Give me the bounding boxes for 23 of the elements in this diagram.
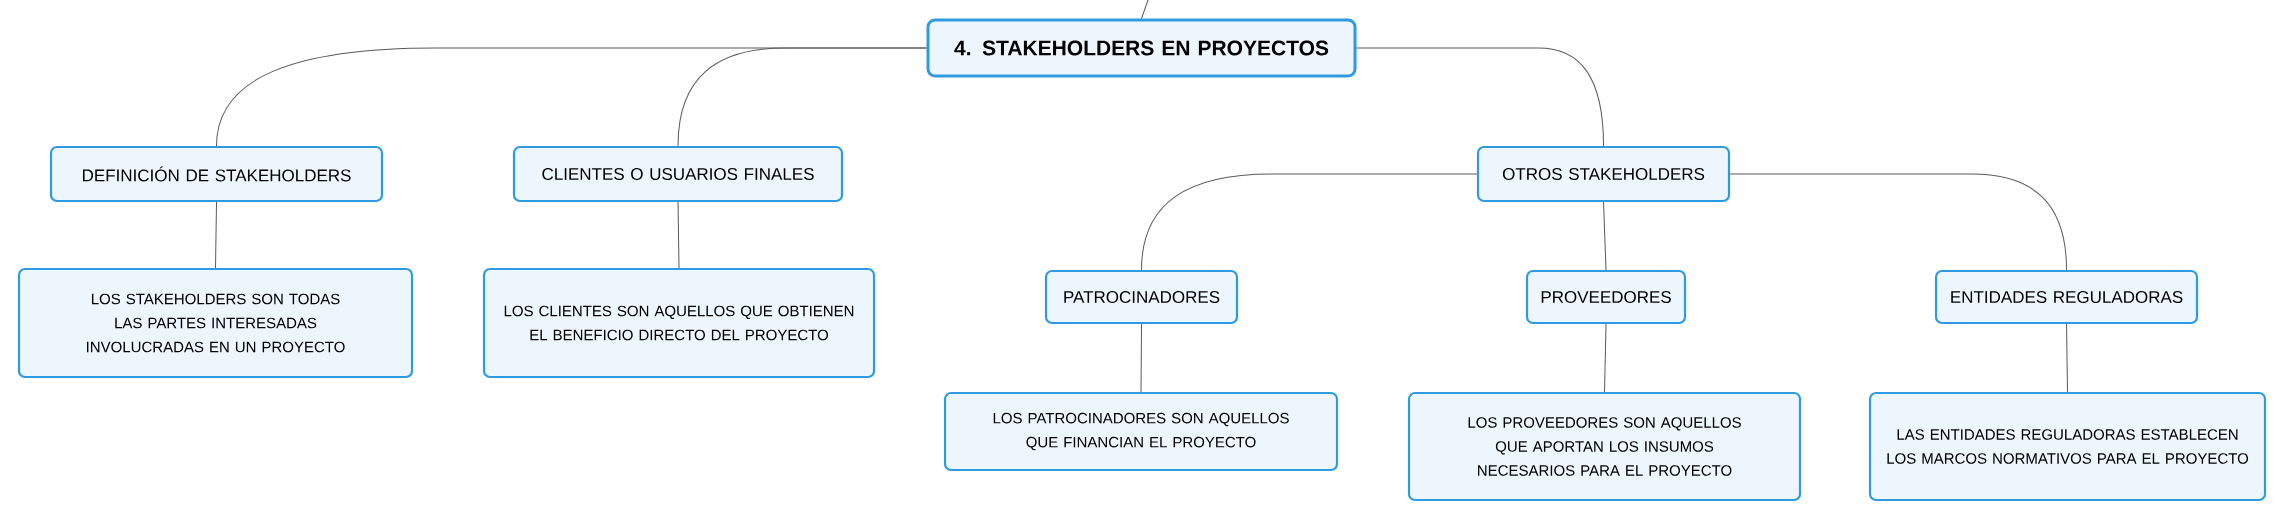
- topic-box: OTROS STAKEHOLDERS: [1476, 145, 1731, 203]
- connector-line: [1141, 173, 1478, 271]
- central-topic-box: 4. STAKEHOLDERS EN PROYECTOS: [926, 18, 1357, 78]
- topic-box: PATROCINADORES: [1044, 269, 1239, 325]
- description-box: LOS STAKEHOLDERS SON TODAS LAS PARTES INTERESADAS INVOLUCRADAS EN UN PROYECTO: [17, 267, 414, 379]
- topic-box: DEFINICIÓN DE STAKEHOLDERS: [49, 145, 384, 203]
- topic-box: PROVEEDORES: [1525, 269, 1687, 325]
- connector-line: [1141, 0, 1149, 19]
- topic-box: ENTIDADES REGULADORAS: [1934, 269, 2199, 325]
- description-box: LOS PROVEEDORES SON AQUELLOS QUE APORTAN LOS INSUMOS NECESARIOS PARA EL PROYECTO: [1407, 391, 1802, 502]
- connector-line: [1729, 173, 2067, 271]
- connector-line: [677, 201, 680, 269]
- connector-line: [1604, 323, 1607, 393]
- connector-line: [1603, 201, 1607, 271]
- description-box: LOS CLIENTES SON AQUELLOS QUE OBTIENEN EL BENEFICIO DIRECTO DEL PROYECTO: [482, 267, 876, 379]
- connector-line: [677, 47, 927, 147]
- connector-line: [1140, 323, 1142, 393]
- connector-line: [215, 201, 217, 269]
- description-box: LAS ENTIDADES REGULADORAS ESTABLECEN LOS MARCOS NORMATIVOS PARA EL PROYECTO: [1868, 391, 2267, 502]
- description-box: LOS PATROCINADORES SON AQUELLOS QUE FINANCIAN EL PROYECTO: [943, 391, 1339, 472]
- topic-box: CLIENTES O USUARIOS FINALES: [512, 145, 844, 203]
- connector-line: [2066, 323, 2068, 393]
- connector-line: [1356, 47, 1604, 147]
